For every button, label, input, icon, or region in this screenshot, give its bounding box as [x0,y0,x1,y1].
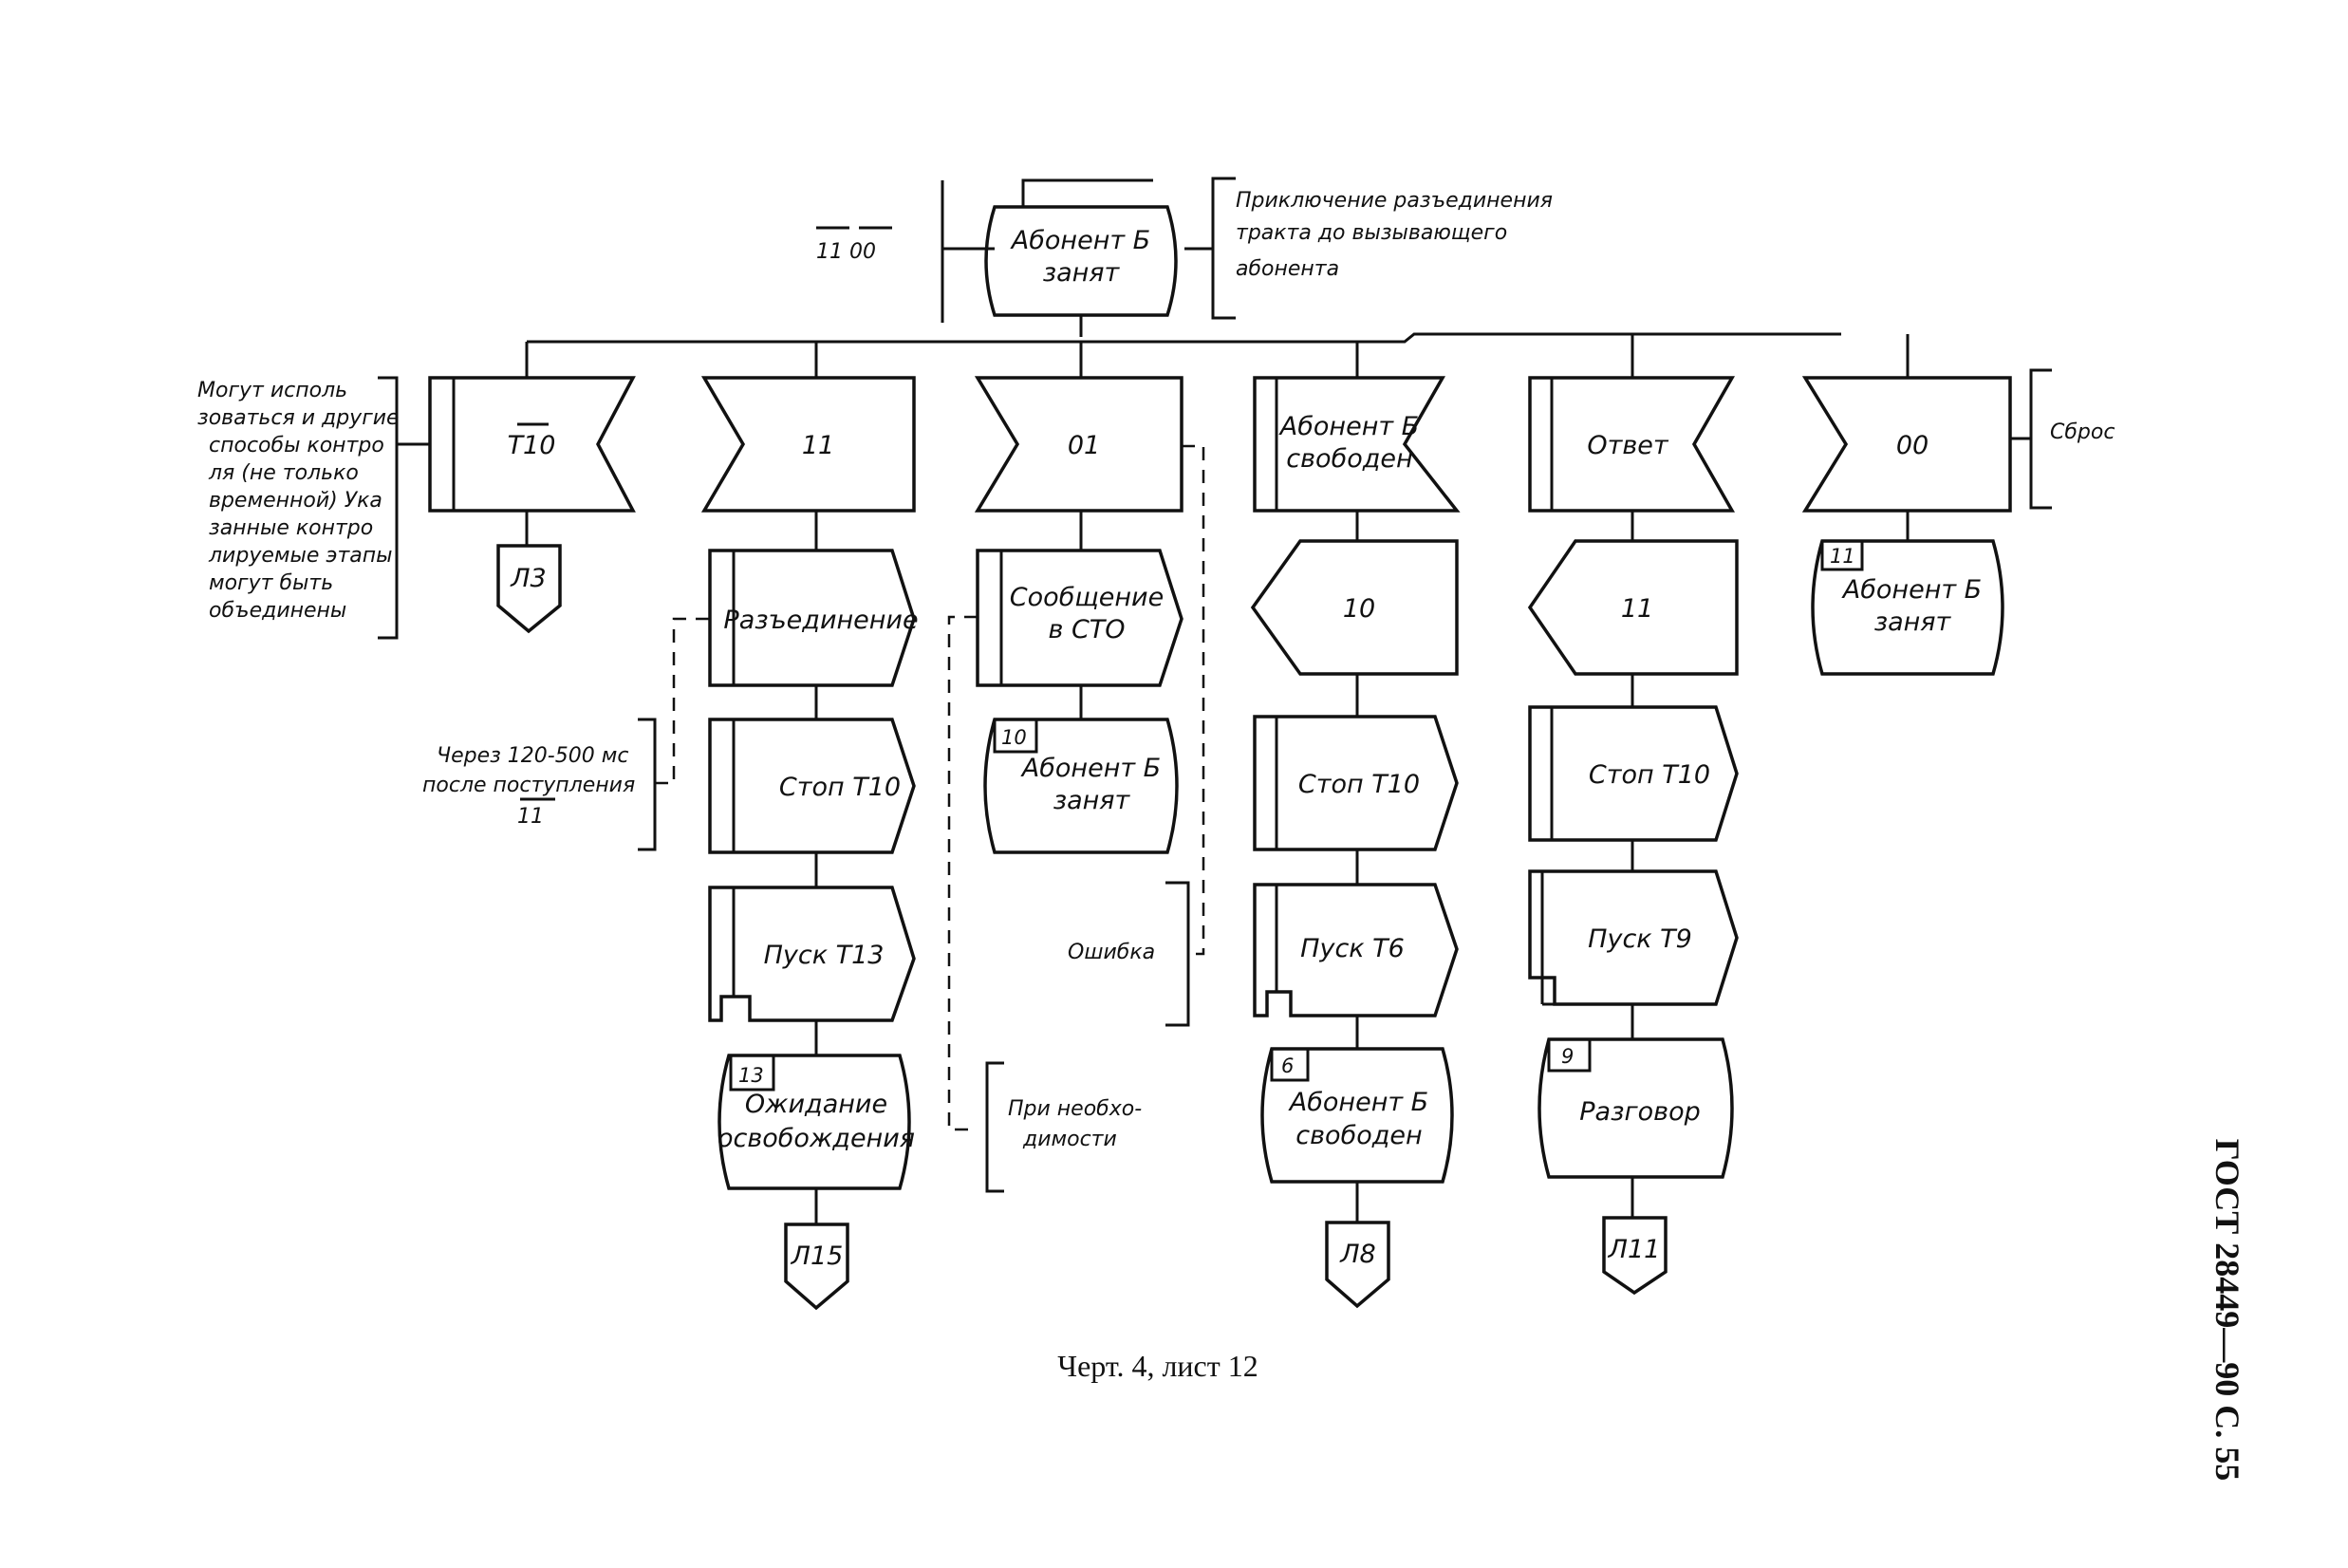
state-awaiting-release-2: освобождения [717,1124,915,1153]
svg-text:лируемые этапы: лируемые этапы [208,544,393,568]
task-stop-t10-free: Стоп T10 [1298,770,1420,799]
state-01-busy-2: занят [1053,786,1131,815]
task-disconnect-label: Разъединение [723,606,918,635]
connector-l3 [496,544,562,634]
task-message-sto-1: Сообщение [1010,583,1164,612]
if-needed-note-1: При необхо- [1008,1097,1142,1121]
task-message-sto-2: в СТО [1048,615,1125,644]
signal-11-label: 11 [802,431,834,460]
svg-text:9: 9 [1561,1045,1574,1068]
svg-text:Л15: Л15 [791,1241,844,1271]
svg-text:могут быть: могут быть [209,571,333,595]
branch-answer: Ответ 11 Стоп T10 Пуск T9 9 Разговор Л11 [1527,376,1739,1296]
error-note: Ошибка [1068,941,1155,964]
svg-text:ля (не только: ля (не только [208,461,359,485]
signal-t10-label: T10 [508,431,556,460]
connector-l15 [784,1223,849,1311]
svg-text:зоваться и другие: зоваться и другие [197,406,400,430]
gost-side-label: ГОСТ 28449—90 С. 55 [2208,1139,2246,1481]
signal-free-1: Абонент Б [1278,412,1419,441]
top-right-note-2: тракта до вызывающего [1236,221,1507,245]
branch-00: 00 11 Абонент Б занят Сброс [1801,368,2115,676]
svg-text:13: 13 [738,1064,764,1087]
left-note: Могут исполь зоваться и другие способы к… [197,376,430,640]
svg-text:11: 11 [1830,545,1855,568]
branch-t10: T10 Л3 [428,376,636,634]
figure-caption: Черт. 4, лист 12 [1057,1349,1258,1383]
task-stop-t10-answer: Стоп T10 [1589,760,1710,790]
task-stop-t10-label: Стоп T10 [779,773,901,802]
top-left-note: 11 00 [816,240,876,264]
top-right-note-1: Приключение разъединения [1236,189,1553,213]
task-start-t13-label: Пуск T13 [764,941,885,970]
reset-note: Сброс [2050,420,2115,444]
state-top-subscriber-b-busy: Абонент Б занят [984,178,1178,317]
branch-11: 11 Разъединение Стоп T10 Пуск T13 13 Ожи… [700,376,919,1311]
svg-text:6: 6 [1281,1055,1294,1077]
svg-text:способы контро: способы контро [209,434,384,457]
svg-text:занные контро: занные контро [209,516,373,540]
send-11-label: 11 [1621,594,1653,624]
svg-text:11: 11 [517,805,544,829]
state-top-line2: занят [1043,258,1121,288]
svg-text:Л8: Л8 [1339,1240,1375,1269]
state-free-1: Абонент Б [1288,1088,1428,1117]
svg-text:Могут исполь: Могут исполь [197,379,347,402]
branch-01: 01 Сообщение в СТО 10 Абонент Б занят Ош… [947,376,1205,1193]
if-needed-note-2: димости [1022,1128,1117,1151]
signal-answer-label: Ответ [1587,431,1669,460]
task-start-t6-label: Пуск T6 [1300,934,1405,963]
svg-text:Через 120-500 мс: Через 120-500 мс [437,744,628,768]
state-free-2: свободен [1295,1121,1422,1150]
state-00-busy-2: занят [1874,607,1952,637]
svg-text:Л11: Л11 [1608,1235,1661,1264]
send-10-label: 10 [1343,594,1375,624]
branch-subscriber-free: Абонент Б свободен 10 Стоп T10 Пуск T6 6… [1250,376,1461,1309]
svg-text:временной) Ука: временной) Ука [209,489,382,513]
top-right-note-3: абонента [1236,257,1339,281]
state-awaiting-release-1: Ожидание [745,1090,887,1119]
signal-00-label: 00 [1896,431,1929,460]
state-00-busy-1: Абонент Б [1841,575,1982,605]
signal-free-2: свободен [1286,444,1412,474]
svg-text:объединены: объединены [209,599,346,623]
svg-text:Л3: Л3 [510,564,546,593]
bus-line [525,315,1910,378]
delay-note: Через 120-500 мс после поступления 11 [422,617,710,851]
svg-text:10: 10 [1001,726,1027,749]
connector-l8 [1325,1221,1390,1309]
state-conversation-label: Разговор [1579,1097,1700,1127]
task-start-t9-label: Пуск T9 [1588,924,1692,954]
svg-text:после поступления: после поступления [422,774,635,797]
state-top-line1: Абонент Б [1010,226,1150,255]
signal-01-label: 01 [1068,431,1100,460]
state-01-busy-1: Абонент Б [1020,754,1161,783]
connector-l11 [1602,1216,1668,1296]
